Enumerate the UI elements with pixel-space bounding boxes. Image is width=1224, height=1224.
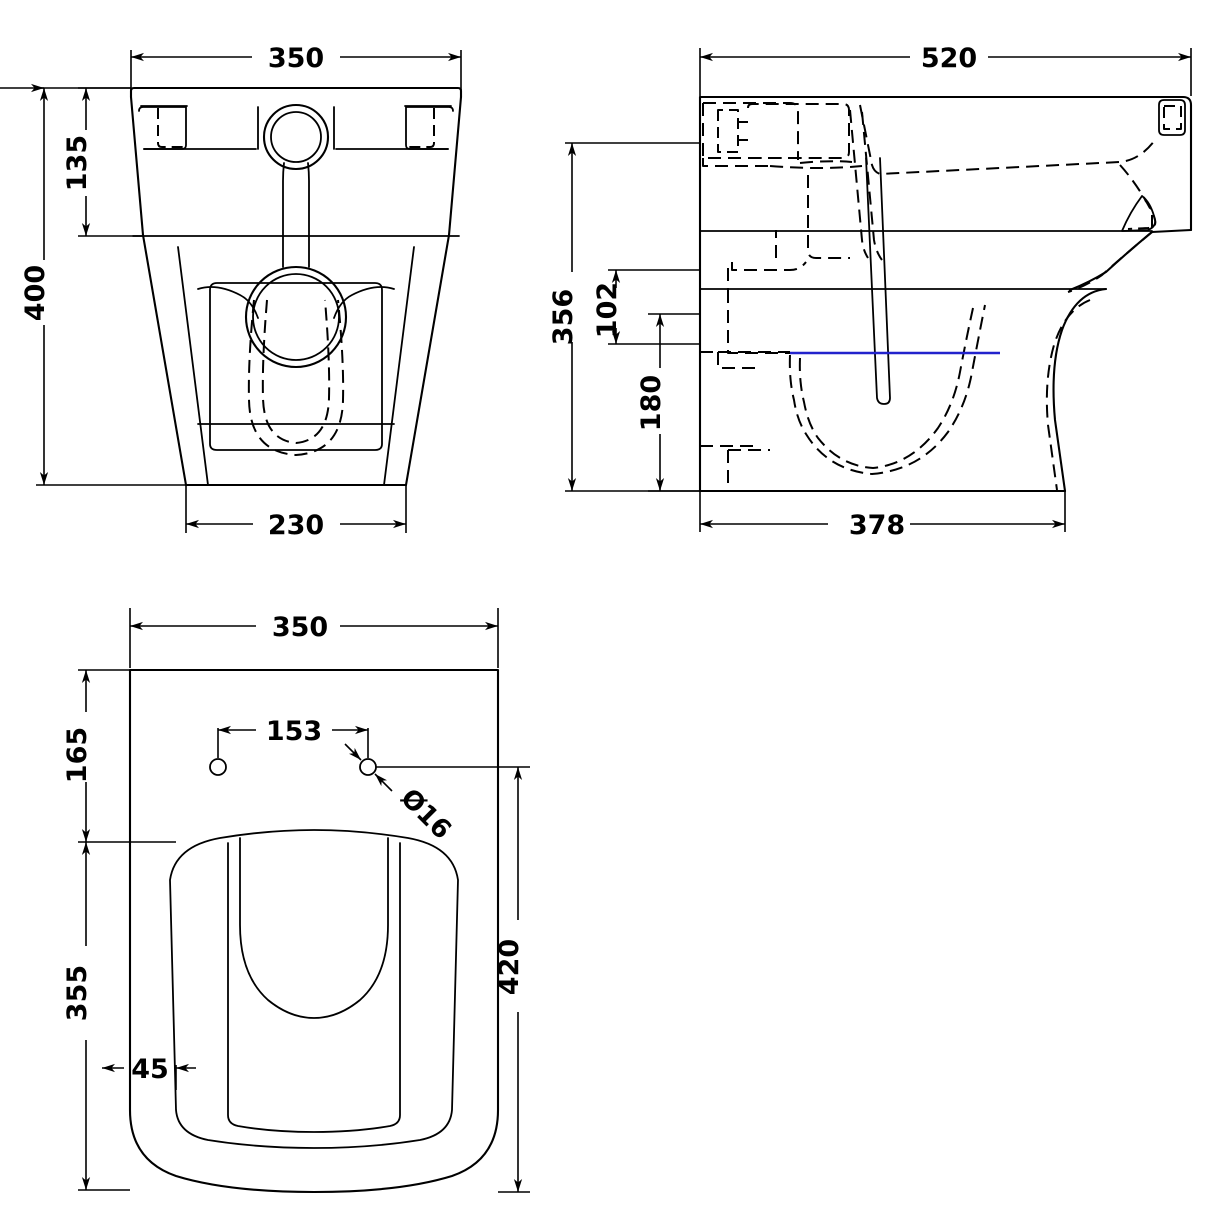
dim-label-plan-hole-diameter: Ø16	[394, 783, 456, 845]
dim-plan-width-top: 350	[129, 608, 499, 668]
fixing-hole-right	[359, 758, 377, 776]
fixing-hole-left	[209, 758, 227, 776]
dim-label-front-height-upper: 135	[62, 135, 93, 191]
dim-label-plan-width-top: 350	[272, 612, 328, 643]
dim-plan-depth-overall: 420	[376, 766, 530, 1193]
dim-label-side-height-water: 180	[636, 375, 667, 431]
dim-side-depth-top: 520	[699, 43, 1192, 96]
dim-label-plan-offset-side: 45	[131, 1054, 169, 1085]
dim-side-height-water: 180	[636, 313, 700, 492]
dim-label-front-width-base: 230	[268, 510, 324, 541]
front-elevation-outline	[129, 86, 463, 487]
plan-outline	[128, 668, 500, 1194]
dim-plan-depth-front: 165	[62, 669, 176, 843]
dim-label-plan-depth-overall: 420	[494, 939, 525, 995]
dim-label-side-depth-top: 520	[921, 43, 977, 74]
dim-side-height-overall: 356	[548, 142, 700, 492]
dim-label-plan-depth-rear: 355	[62, 965, 93, 1021]
view-side-elevation: 520 356 102 180	[548, 43, 1193, 541]
view-plan: 350 165 355 45	[62, 608, 530, 1194]
dim-side-height-mid: 102	[592, 269, 700, 345]
dim-front-height-overall: 400	[0, 83, 186, 486]
dim-plan-hole-spacing: 153	[217, 716, 369, 758]
dim-plan-hole-diameter: Ø16	[344, 743, 457, 846]
dim-side-depth-base: 378	[699, 491, 1066, 541]
dim-label-side-depth-base: 378	[849, 510, 905, 541]
dim-label-front-height-overall: 400	[20, 265, 51, 321]
dim-label-front-width-top: 350	[268, 43, 324, 74]
dim-label-side-height-overall: 356	[548, 289, 579, 345]
view-front-elevation: 350 400 135 230	[0, 43, 463, 541]
dim-front-height-upper: 135	[62, 87, 143, 237]
dim-plan-depth-rear: 355	[62, 842, 130, 1191]
dim-front-width-top: 350	[130, 43, 462, 96]
dim-label-plan-depth-front: 165	[62, 727, 93, 783]
dim-label-side-height-mid: 102	[592, 282, 623, 338]
dim-front-width-base: 230	[185, 485, 407, 541]
side-elevation-outline	[698, 95, 1193, 493]
dim-plan-offset-side: 45	[102, 1054, 196, 1090]
dim-label-plan-hole-spacing: 153	[266, 716, 322, 747]
